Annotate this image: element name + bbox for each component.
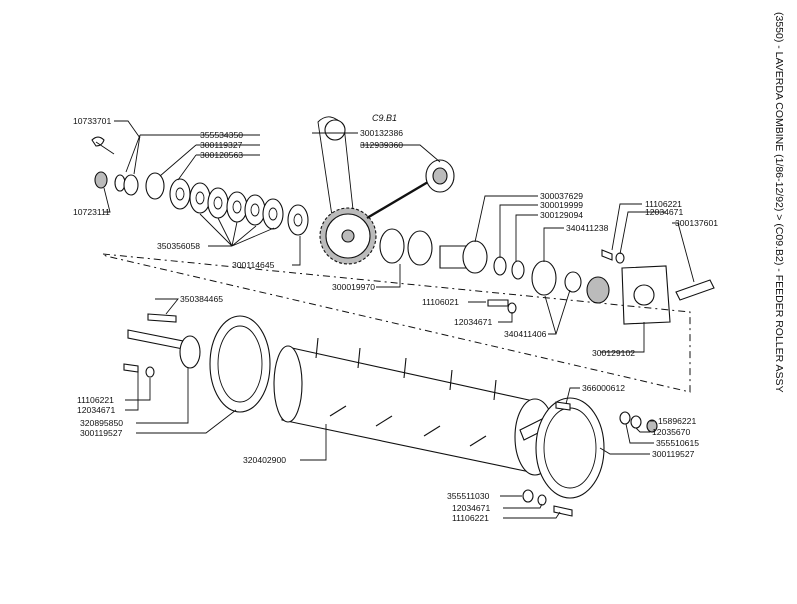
label-11106221-bot: 11106221 — [452, 513, 489, 523]
label-300037629: 300037629 — [540, 191, 583, 201]
label-11106221-left: 11106221 — [77, 395, 114, 405]
sprocket-hub — [341, 229, 355, 243]
label-12034671-bot: 12034671 — [452, 503, 490, 513]
label-355511030: 355511030 — [447, 491, 490, 501]
chain-roller — [324, 119, 346, 141]
label-300120563: 300120563 — [200, 150, 243, 160]
shim-5 — [244, 194, 266, 226]
bolt-right-top — [555, 401, 571, 411]
coupling-1 — [379, 228, 405, 264]
coupling-2 — [407, 230, 433, 266]
side-title: (3550) - LAVERDA COMBINE (1/86-12/92) > … — [773, 12, 785, 393]
label-12035670: 12035670 — [652, 427, 690, 437]
split-pin — [91, 136, 105, 147]
bearing — [432, 167, 448, 185]
end-seal-left — [209, 315, 271, 413]
label-320895850: 320895850 — [80, 418, 123, 428]
label-11106021: 11106021 — [422, 297, 459, 307]
drum-left-end — [273, 345, 303, 423]
label-312939360: 312939360 — [360, 140, 403, 150]
label-300132386: 300132386 — [360, 128, 403, 138]
bearing-right — [586, 276, 610, 304]
part-labels: C9.B1 10733701 10723111 355534350 300119… — [73, 113, 718, 523]
nut — [94, 171, 108, 189]
label-300119327: 300119327 — [200, 140, 243, 150]
end-seal-right — [535, 397, 605, 499]
drum-body — [281, 347, 539, 473]
label-300114645: 300114645 — [232, 260, 275, 270]
label-350384465: 350384465 — [180, 294, 223, 304]
label-340411238: 340411238 — [566, 223, 609, 233]
label-15896221: 15896221 — [658, 416, 696, 426]
bolt-left — [123, 363, 139, 373]
shaft-flange — [179, 335, 201, 369]
label-366000612: 366000612 — [582, 383, 625, 393]
label-300137601: 300137601 — [675, 218, 718, 228]
shim-2 — [189, 182, 211, 214]
ring — [564, 271, 582, 293]
label-12034671-left: 12034671 — [77, 405, 115, 415]
label-12034671-mid: 12034671 — [454, 317, 492, 327]
spacer — [145, 172, 165, 200]
shim-1 — [169, 178, 191, 210]
seal-1 — [493, 256, 507, 276]
right-shaft-parts — [439, 240, 715, 325]
shim-6 — [262, 198, 284, 230]
bolt-top — [601, 249, 613, 261]
leader-lines — [103, 120, 695, 519]
label-10723111: 10723111 — [73, 207, 110, 217]
bearing-cover — [531, 260, 557, 296]
label-11106221-top: 11106221 — [645, 199, 682, 209]
label-350356058: 350356058 — [157, 241, 200, 251]
label-300129102: 300129102 — [592, 348, 635, 358]
label-300119527-right: 300119527 — [652, 449, 695, 459]
upper-left-parts — [91, 136, 309, 236]
pin — [147, 313, 177, 323]
left-end-parts — [123, 313, 271, 413]
label-300119527-left: 300119527 — [80, 428, 123, 438]
bolt-bottom — [553, 505, 573, 517]
label-10733701: 10733701 — [73, 116, 111, 126]
label-320402900: 320402900 — [243, 455, 286, 465]
flange — [462, 240, 488, 274]
label-340411406: 340411406 — [504, 329, 547, 339]
label-300019970: 300019970 — [332, 282, 375, 292]
label-300129094: 300129094 — [540, 210, 583, 220]
label-300019999: 300019999 — [540, 200, 583, 210]
roller-drum — [273, 337, 658, 517]
bolt-mid — [487, 299, 509, 307]
assembly-frame — [102, 253, 691, 393]
washer-large — [287, 204, 309, 236]
label-355534350: 355534350 — [200, 130, 243, 140]
seal-2 — [511, 260, 525, 280]
stub-shaft — [127, 329, 189, 351]
washer-2 — [123, 174, 139, 196]
label-12034671-top: 12034671 — [645, 207, 683, 217]
sprocket-assembly — [317, 116, 455, 266]
label-355510615: 355510615 — [656, 438, 699, 448]
reference-label: C9.B1 — [372, 113, 397, 123]
lever — [675, 279, 715, 301]
shim-3 — [207, 187, 229, 219]
washer-1 — [114, 174, 126, 192]
shim-4 — [226, 191, 248, 223]
